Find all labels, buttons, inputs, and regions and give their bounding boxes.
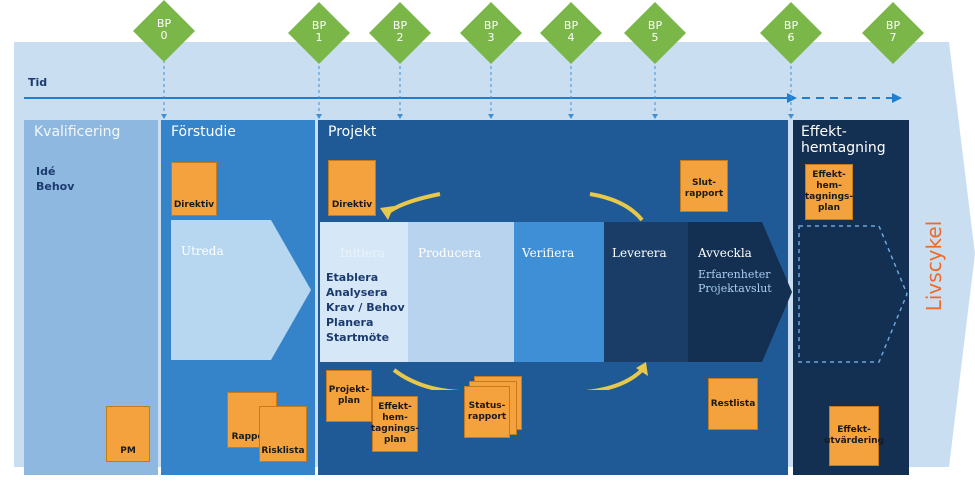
segment-leverera-label: Leverera	[612, 246, 667, 260]
cycle-arrows	[380, 192, 648, 390]
gate-bp7: BP 7	[862, 2, 924, 64]
segment-initiera	[320, 222, 408, 362]
lifecycle-label: Livscykel	[922, 220, 946, 312]
doc-pm: PM	[106, 406, 150, 462]
doc-direktiv-forstudie: Direktiv	[171, 162, 217, 216]
utreda-arrow	[171, 220, 311, 360]
gate-bp7-label: BP	[885, 19, 901, 32]
item-etablera: Etablera	[326, 271, 379, 284]
segment-leverera	[604, 222, 688, 362]
segment-producera-label: Producera	[418, 246, 482, 260]
doc-effektplan-effekt: Effekt-hem-tagnings-plan	[805, 164, 853, 220]
item-startmote: Startmöte	[326, 331, 390, 344]
lifecycle-arrow-tip	[949, 42, 975, 467]
gate-bp3-number: 3	[487, 31, 495, 44]
gate-bp2-number: 2	[396, 31, 404, 44]
phase-projekt-title: Projekt	[328, 124, 377, 140]
gate-bp3: BP 3	[460, 2, 522, 64]
doc-projektplan: Projekt-plan	[326, 370, 372, 422]
segment-producera	[408, 222, 514, 362]
doc-slutrapport: Slut-rapport	[680, 160, 728, 212]
gate-bp2-label: BP	[392, 19, 408, 32]
gate-bp0-label: BP	[156, 17, 172, 30]
item-planera: Planera	[326, 316, 374, 329]
phase-effekthemtagning: Effekt-hemtagning Effekt-hem-tagnings-pl…	[793, 120, 909, 475]
segment-verifiera-label: Verifiera	[522, 246, 575, 260]
kvalificering-items: Idé Behov	[36, 164, 74, 194]
gate-bp6-label: BP	[783, 19, 799, 32]
gate-bp0-number: 0	[160, 29, 168, 42]
gate-connectors	[161, 60, 794, 119]
utreda-label: Utreda	[181, 244, 224, 258]
phase-forstudie: Förstudie Direktiv Utreda Rapport Riskli…	[161, 120, 315, 475]
timeline-arrow	[24, 93, 902, 103]
gate-bp6: BP 6	[760, 2, 822, 64]
phase-kvalificering-title: Kvalificering	[34, 124, 121, 140]
gate-bp6-number: 6	[787, 31, 795, 44]
gate-bp4: BP 4	[540, 2, 602, 64]
doc-direktiv-projekt: Direktiv	[328, 160, 376, 216]
doc-restlista: Restlista	[708, 378, 758, 430]
gate-bp5-label: BP	[647, 19, 663, 32]
item-krav-behov: Krav / Behov	[326, 301, 405, 314]
phase-forstudie-title: Förstudie	[171, 124, 236, 140]
item-ide: Idé	[36, 165, 56, 178]
effekt-dashed-arrow	[798, 225, 908, 363]
item-erfarenheter: Erfarenheter	[698, 268, 771, 281]
doc-statusrapport: Status-rapport	[464, 386, 510, 438]
gate-bp5: BP 5	[624, 2, 686, 64]
gate-bp7-number: 7	[889, 31, 897, 44]
doc-risklista: Risklista	[259, 406, 307, 462]
doc-effekthemtagningsplan: Effekt-hem-tagnings-plan	[371, 396, 419, 452]
initiera-items: Etablera Analysera Krav / Behov Planera …	[326, 270, 405, 345]
segment-avveckla-label: Avveckla	[698, 246, 752, 260]
segment-initiera-label: Initiera	[340, 246, 385, 260]
gate-bp3-label: BP	[483, 19, 499, 32]
gate-bp5-number: 5	[651, 31, 659, 44]
gate-bp4-number: 4	[567, 31, 575, 44]
gate-bp1-number: 1	[315, 31, 323, 44]
item-analysera: Analysera	[326, 286, 388, 299]
doc-effektutvardering: Effekt-utvärdering	[824, 406, 884, 466]
item-projektavslut: Projektavslut	[698, 282, 772, 295]
phase-kvalificering: Kvalificering Idé Behov PM	[24, 120, 158, 475]
avveckla-items: Erfarenheter Projektavslut	[698, 268, 772, 296]
phase-effekt-title: Effekt-hemtagning	[801, 124, 886, 156]
gate-bp2: BP 2	[369, 2, 431, 64]
lifecycle-label-wrap: Livscykel	[912, 202, 952, 332]
segment-verifiera	[514, 222, 604, 362]
timeline-label: Tid	[28, 76, 48, 89]
gate-bp0: BP 0	[133, 0, 195, 62]
gate-bp1: BP 1	[288, 2, 350, 64]
item-behov: Behov	[36, 180, 75, 193]
segment-avveckla	[688, 222, 792, 362]
gate-bp4-label: BP	[563, 19, 579, 32]
gate-bp1-label: BP	[311, 19, 327, 32]
